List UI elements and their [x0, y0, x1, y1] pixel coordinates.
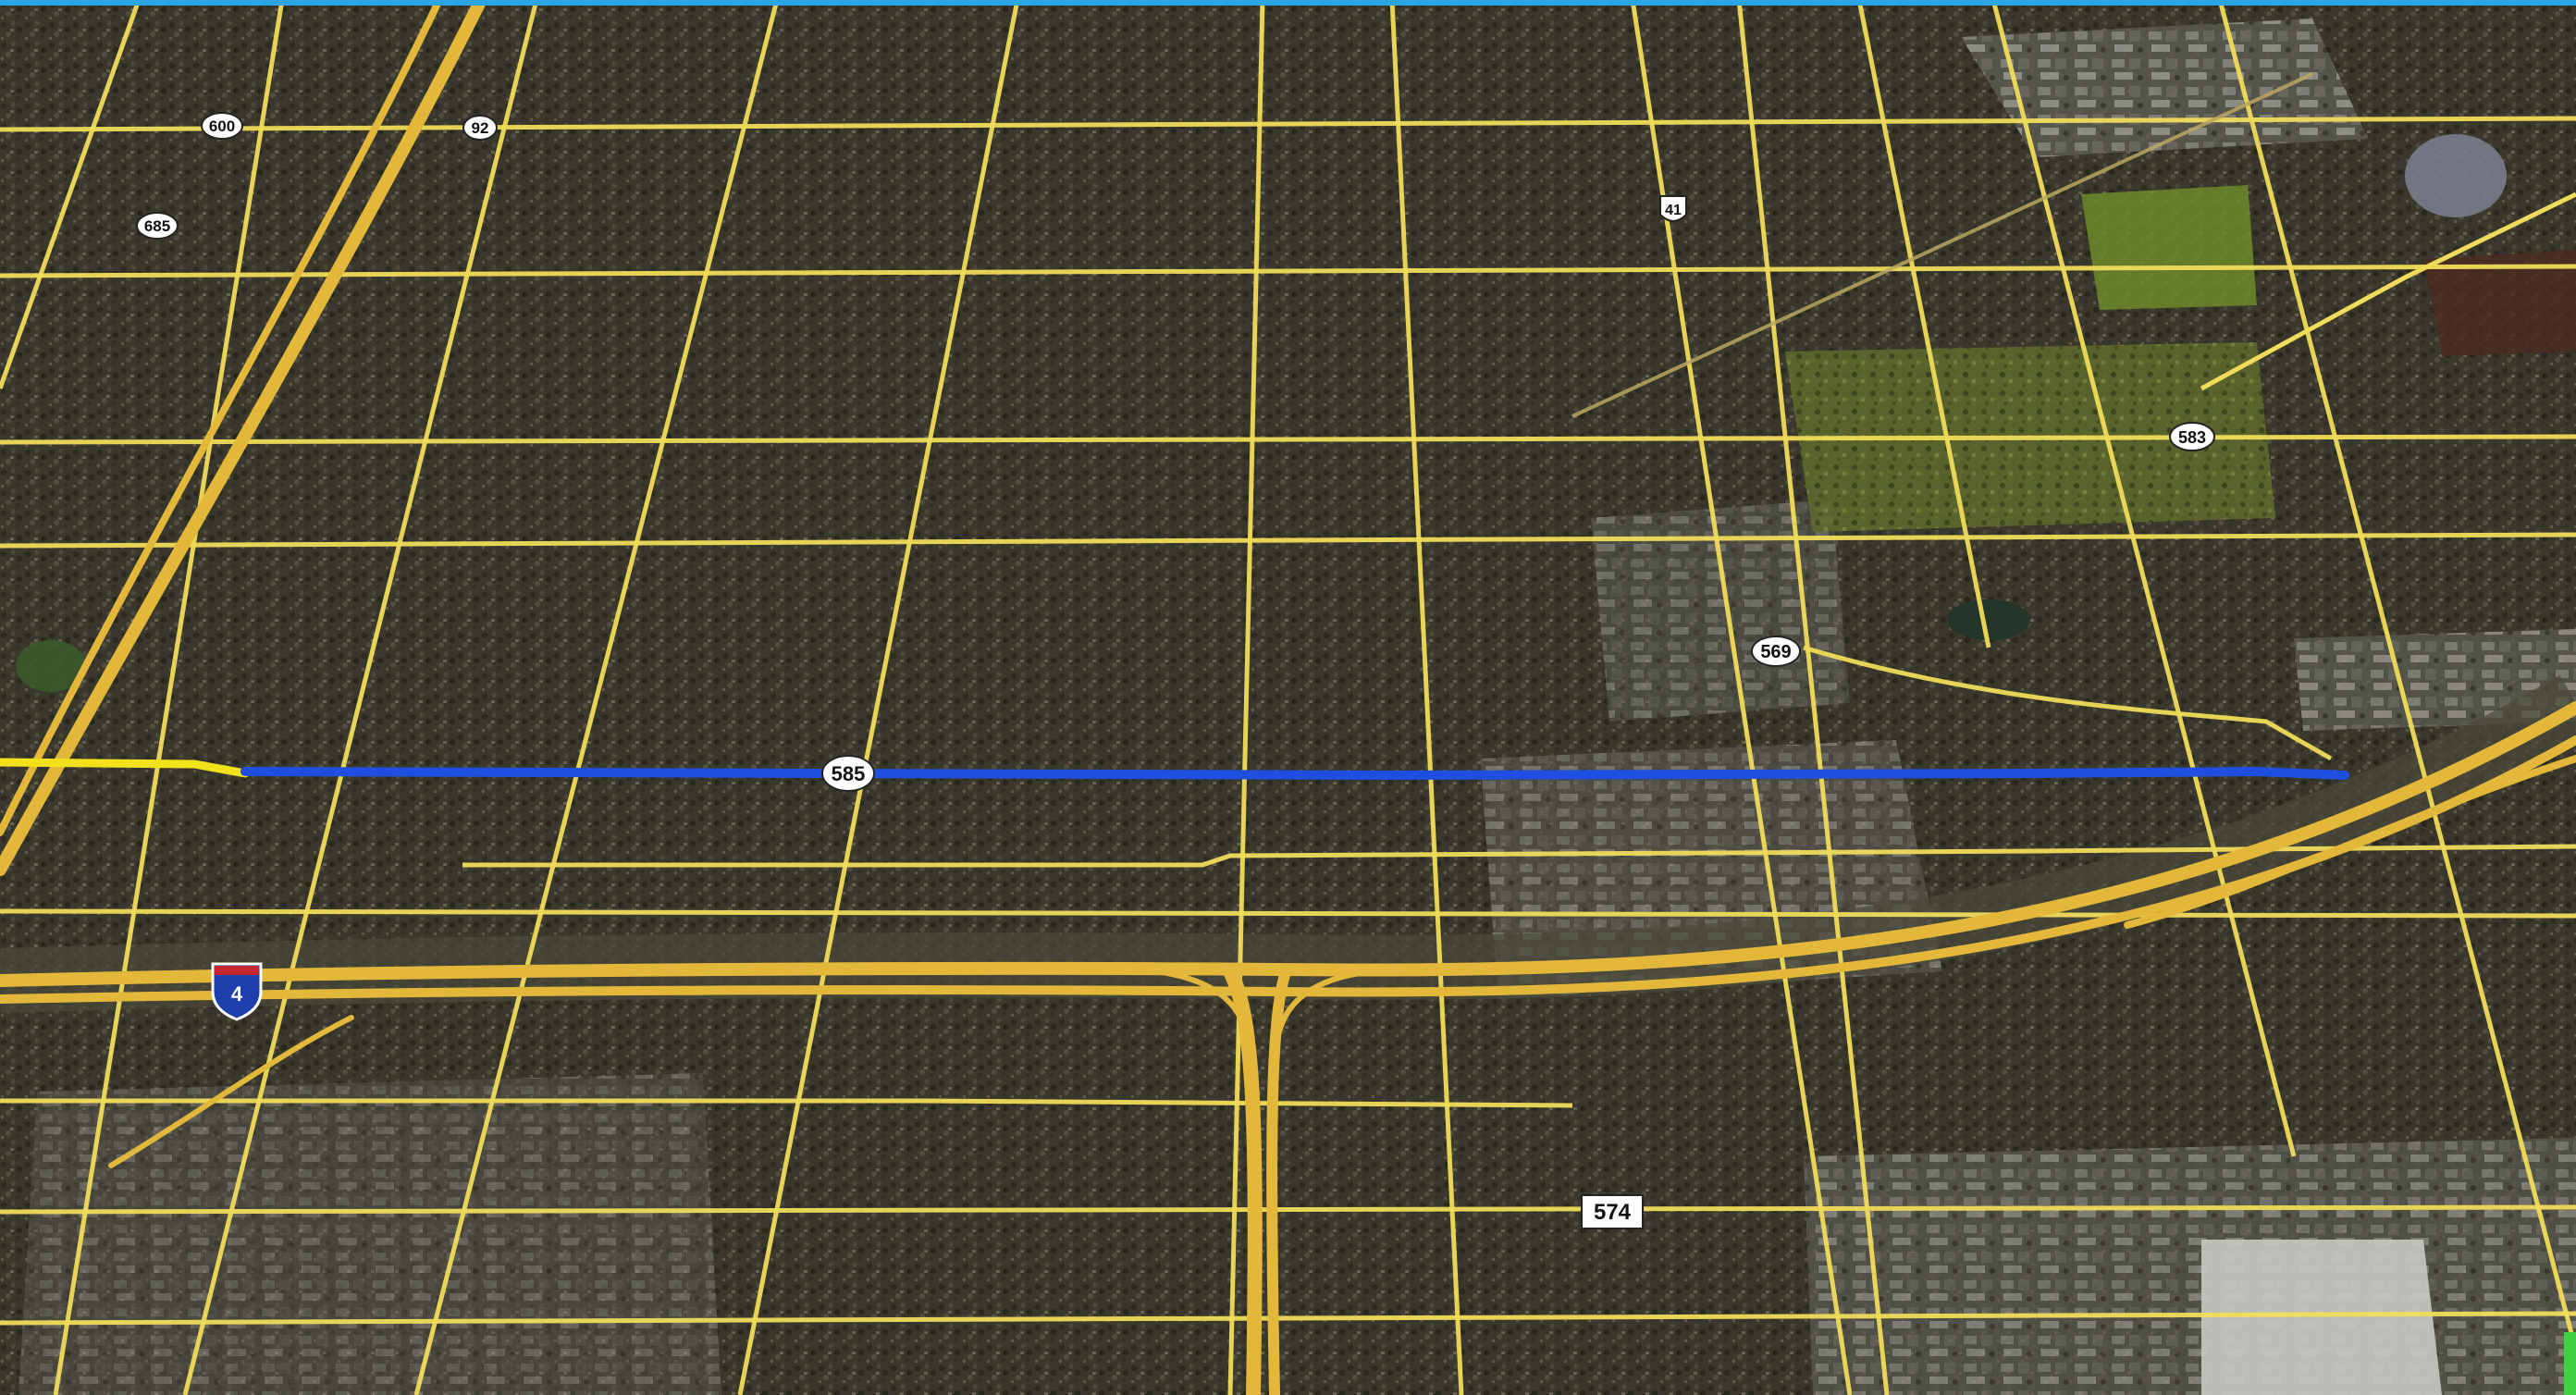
industrial-area: [18, 1073, 721, 1395]
shield-sr685: 685: [136, 212, 179, 240]
shield-sr574: 574: [1581, 1194, 1644, 1229]
street-grid: [2200, 191, 2576, 391]
shield-label: 574: [1594, 1200, 1632, 1225]
street-grid: [0, 116, 2576, 1326]
stadium: [2405, 134, 2507, 217]
industrial-area: [1591, 500, 1850, 722]
pond: [16, 640, 86, 692]
route-585-highlight: [240, 766, 2349, 781]
corner-accent: [2564, 1332, 2576, 1395]
shield-label: 569: [1760, 642, 1791, 662]
pond: [1947, 599, 2030, 640]
shield-sr583: 583: [2169, 422, 2215, 451]
top-accent-bar: [0, 0, 2576, 6]
industrial-area: [2201, 1240, 2442, 1395]
shield-sr569: 569: [1751, 636, 1801, 667]
industrial-area: [1804, 1138, 2576, 1395]
shield-sr585: 585: [821, 755, 875, 792]
park-area: [2423, 250, 2576, 356]
shield-sr600: 600: [201, 112, 243, 140]
route-yellow-segment: [0, 758, 250, 778]
shield-label: 585: [832, 762, 866, 785]
shield-label: 41: [1665, 203, 1682, 218]
shield-label: 685: [144, 217, 170, 235]
shield-label: 92: [472, 119, 489, 137]
shield-label: 4: [231, 982, 243, 1006]
park-area: [2081, 185, 2257, 310]
shield-label: 600: [209, 117, 235, 135]
shield-sr92: 92: [462, 115, 498, 141]
shield-label: 583: [2178, 428, 2206, 447]
shield-us41: 41: [1659, 195, 1687, 222]
shield-i4: 4: [211, 962, 263, 1021]
street-grid: [1571, 72, 2313, 418]
